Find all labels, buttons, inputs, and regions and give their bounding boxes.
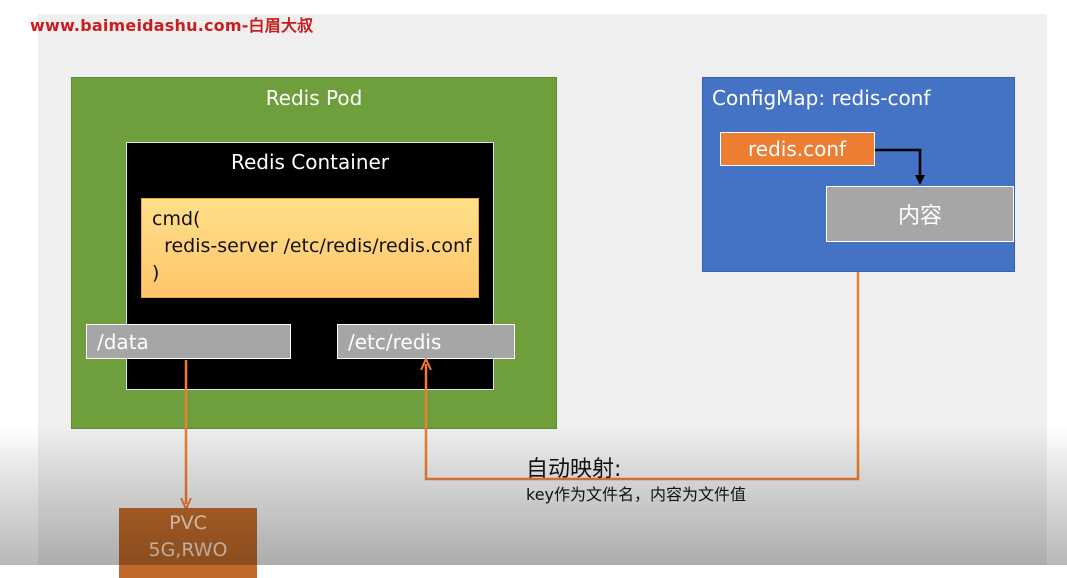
pvc-size: 5G,RWO: [148, 539, 228, 561]
container-title: Redis Container: [230, 150, 390, 174]
key-to-value-arrow: [875, 148, 925, 185]
cmd-text: cmd( redis-server /etc/redis/redis.conf …: [152, 208, 472, 284]
cmd-box: [141, 198, 479, 298]
mount-etc-redis: /etc/redis: [337, 324, 515, 359]
pvc-label: PVC: [169, 512, 207, 534]
pvc-box: PVC 5G,RWO: [119, 508, 257, 578]
mapping-title: 自动映射:: [526, 457, 622, 482]
configmap-key: redis.conf: [720, 132, 875, 166]
configmap-title: ConfigMap: redis-conf: [712, 86, 931, 110]
configmap-to-etc-arrow: [426, 272, 860, 481]
mapping-subtitle: key作为文件名，内容为文件值: [526, 485, 747, 504]
connector-arrows: [0, 148, 925, 565]
watermark: www.baimeidashu.com-白眉大叔: [30, 16, 314, 35]
configmap-value: 内容: [826, 186, 1014, 242]
mount-data: /data: [86, 324, 291, 359]
pod-title: Redis Pod: [265, 86, 363, 110]
